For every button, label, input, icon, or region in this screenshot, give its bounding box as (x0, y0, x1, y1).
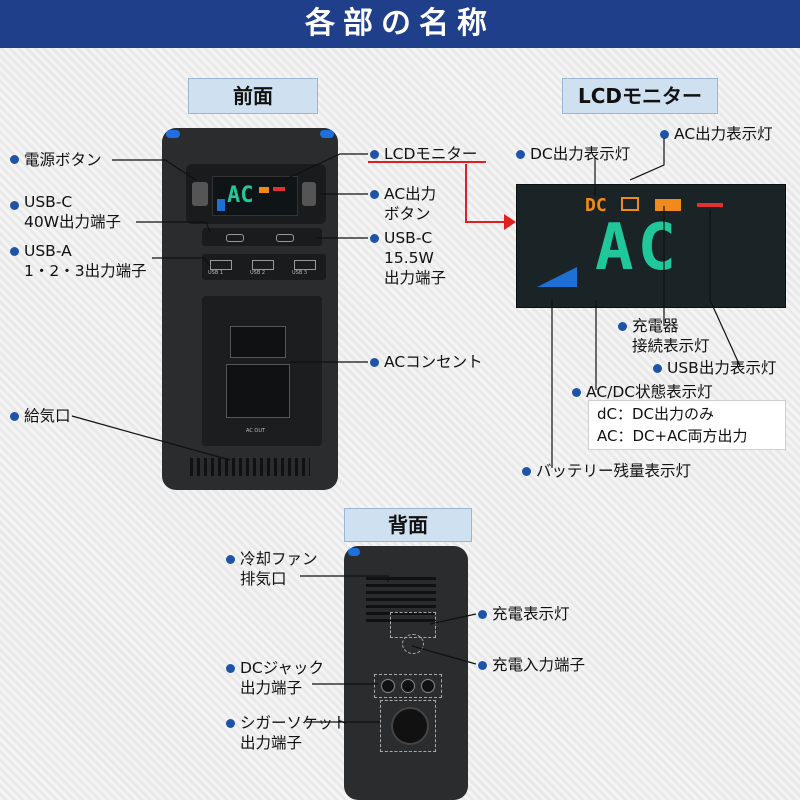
lcd-charger-icon (655, 199, 681, 211)
air-intake-dot (10, 412, 19, 421)
usb-c-15w-dot (370, 234, 379, 243)
dc-jack-3[interactable] (421, 679, 435, 693)
blue-accent-left (166, 130, 180, 138)
usb-a-panel: USB 1 USB 2 USB 3 (202, 254, 326, 280)
usb-a-label: USB-A 1・2・3出力端子 (24, 242, 147, 280)
lcd-section-tab: LCDモニター (562, 78, 718, 114)
ac-button-label: AC出力 ボタン (384, 185, 437, 223)
front-lcd-usb-icon (273, 187, 285, 191)
back-blue-accent (348, 548, 360, 556)
dc-indicator-dot (516, 150, 525, 159)
usb-c-40w-dot (10, 201, 19, 210)
front-device: AC USB 1 USB 2 USB 3 AC OUT (162, 128, 338, 490)
ac-output-button[interactable] (302, 182, 316, 206)
dc-jack-dot (226, 664, 235, 673)
usb-c-40w-label: USB-C 40W出力端子 (24, 193, 122, 231)
cigar-socket-dot (226, 719, 235, 728)
ac-indicator-dot (660, 130, 669, 139)
cigar-socket-label: シガーソケット 出力端子 (240, 714, 349, 752)
power-button[interactable] (192, 182, 208, 206)
charger-indicator-dot (618, 322, 627, 331)
usb-a-port-2[interactable] (252, 260, 274, 270)
dc-jack-label: DCジャック 出力端子 (240, 659, 324, 697)
usb-c-panel (202, 228, 322, 246)
lcd-usb-icon (697, 203, 723, 207)
dc-indicator-label: DC出力表示灯 (530, 145, 631, 163)
usb-a-dot (10, 247, 19, 256)
ac-outlet-upper[interactable] (230, 326, 286, 358)
ac-indicator-label: AC出力表示灯 (674, 125, 773, 143)
ac-outlet-lower[interactable] (226, 364, 290, 418)
ac-outlet-dot (370, 358, 379, 367)
power-button-dot (10, 155, 19, 164)
blue-accent-right (320, 130, 334, 138)
battery-indicator-dot (522, 467, 531, 476)
ac-button-dot (370, 190, 379, 199)
battery-indicator-label: バッテリー残量表示灯 (536, 462, 692, 480)
charge-indicator-label: 充電表示灯 (492, 605, 570, 623)
usb-a-port-1-label: USB 1 (208, 270, 224, 276)
cigar-socket[interactable] (380, 700, 436, 752)
dc-jack-panel (374, 674, 442, 698)
fan-exhaust-vent (366, 574, 436, 622)
fan-exhaust-label: 冷却ファン 排気口 (240, 550, 318, 588)
lcd-monitor-label: LCDモニター (384, 145, 478, 163)
front-lcd-charge-icon (259, 187, 269, 193)
usb-indicator-dot (653, 364, 662, 373)
charge-indicator-dot (478, 610, 487, 619)
charge-input-dot (478, 661, 487, 670)
back-section-tab: 背面 (344, 508, 472, 542)
dc-jack-1[interactable] (381, 679, 395, 693)
lcd-dc-text: DC (585, 195, 607, 216)
usb-a-port-1[interactable] (210, 260, 232, 270)
acdc-status-label: AC/DC状態表示灯 (586, 383, 713, 401)
air-intake-vent (190, 458, 310, 476)
charger-indicator-label: 充電器 接続表示灯 (632, 317, 710, 355)
acdc-status-dot (572, 388, 581, 397)
usb-c-15w-label: USB-C 15.5W 出力端子 (384, 229, 447, 287)
usb-c-40w-port[interactable] (226, 234, 244, 242)
usb-a-port-3[interactable] (294, 260, 316, 270)
dc-jack-2[interactable] (401, 679, 415, 693)
usb-a-port-3-label: USB 3 (292, 270, 308, 276)
front-section-tab: 前面 (188, 78, 318, 114)
charge-input-label: 充電入力端子 (492, 656, 586, 674)
lcd-segment-digits: AC (595, 211, 681, 285)
ac-outlet-panel: AC OUT (202, 296, 322, 446)
ac-outlet-label: ACコンセント (384, 353, 483, 371)
ac-out-label: AC OUT (246, 428, 266, 434)
lcd-enlarged-screen: DC AC (516, 184, 786, 308)
front-lcd-digits: AC (227, 183, 254, 208)
usb-c-15w-port[interactable] (276, 234, 294, 242)
front-lcd-screen: AC (212, 176, 298, 216)
page-title: 各部の名称 (0, 0, 800, 48)
lcd-battery-bar (537, 267, 577, 287)
status-note-box: dC：DC出力のみ AC：DC+AC両方出力 (588, 400, 786, 450)
fan-exhaust-dot (226, 555, 235, 564)
usb-a-port-2-label: USB 2 (250, 270, 266, 276)
back-device (344, 546, 468, 800)
air-intake-label: 給気口 (24, 407, 71, 425)
charge-input-port[interactable] (402, 634, 424, 654)
lcd-monitor-dot (370, 150, 379, 159)
cigar-socket-hole (391, 707, 429, 745)
usb-indicator-label: USB出力表示灯 (667, 359, 777, 377)
front-lcd-battery (217, 199, 225, 211)
power-button-label: 電源ボタン (24, 151, 102, 169)
lcd-ac-plug-icon (621, 197, 639, 211)
